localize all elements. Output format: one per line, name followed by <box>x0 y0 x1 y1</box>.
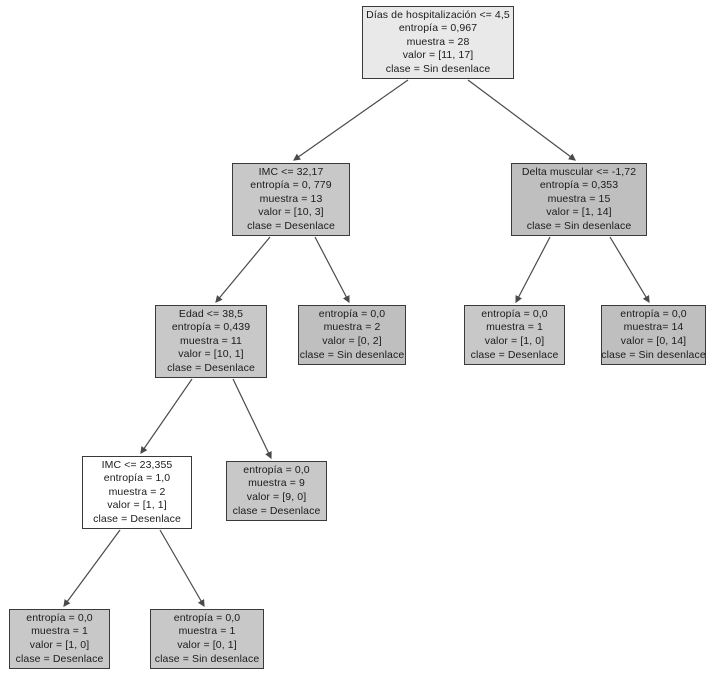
node-text-line: entropía = 0,967 <box>398 22 478 35</box>
node-text-line: valor = [10, 1] <box>178 348 244 361</box>
node-text-line: clase = Desenlace <box>232 504 321 517</box>
node-text-line: valor = [1, 0] <box>484 335 545 347</box>
node-text-line: entropía = 0,0 <box>481 307 548 320</box>
node-text-line: valor = [10, 3] <box>258 206 324 219</box>
node-text-line: muestra = 2 <box>108 485 166 498</box>
node-text-line: entropía = 0,0 <box>26 611 93 624</box>
tree-edge-root-to-imc-32 <box>293 79 409 161</box>
node-text-line: clase = Desenlace <box>167 361 255 374</box>
tree-edge-imc-23-to-leaf-0-1 <box>159 529 205 608</box>
node-text-line: muestra = 28 <box>406 35 470 48</box>
node-text-line: entropía = 0,0 <box>318 307 386 320</box>
node-text-line: entropía = 0,0 <box>173 611 241 624</box>
tree-edge-delta-muscular-to-leaf-1-0-right <box>515 236 551 304</box>
node-text-line: clase = Sin desenlace <box>299 348 405 361</box>
tree-edge-imc-32-to-edad-38 <box>215 236 271 303</box>
tree-edge-edad-38-to-leaf-9-0 <box>232 378 272 460</box>
node-text-line: valor = [9, 0] <box>246 491 307 503</box>
node-text-line: valor = [0, 14] <box>620 335 687 347</box>
tree-edge-imc-32-to-leaf-0-2 <box>314 236 350 304</box>
node-text-line: clase = Desenlace <box>93 512 181 525</box>
node-text-line: muestra = 15 <box>547 192 611 205</box>
node-text-line: valor = [1, 14] <box>546 206 612 219</box>
node-text-line: clase = Sin desenlace <box>526 219 632 232</box>
node-text-line: clase = Desenlace <box>247 219 335 232</box>
node-text-line: entropía = 0,439 <box>171 321 251 334</box>
node-text-line: clase = Desenlace <box>15 652 104 665</box>
node-text-line: clase = Sin desenlace <box>601 348 706 361</box>
node-text-line: Delta muscular <= -1,72 <box>521 165 637 178</box>
node-text-line: muestra = 9 <box>248 477 305 490</box>
node-text-line: muestra = 11 <box>180 334 242 347</box>
node-text-line: IMC <= 23,355 <box>101 458 173 471</box>
node-text-line: muestra = 1 <box>486 321 543 334</box>
node-text-line: entropía = 0, 779 <box>250 179 332 192</box>
tree-edge-root-to-delta-muscular <box>467 79 576 161</box>
node-text-line: IMC <= 32,17 <box>258 165 324 178</box>
node-text-line: Días de hospitalización <= 4,5 <box>366 8 510 21</box>
node-text-line: valor = [1, 1] <box>107 499 167 512</box>
node-text-line: clase = Sin desenlace <box>385 62 491 75</box>
node-text-line: Edad <= 38,5 <box>178 307 244 320</box>
node-text-line: valor = [0, 1] <box>177 639 237 651</box>
node-text-line: muestra = 1 <box>178 625 236 638</box>
node-text-line: muestra = 13 <box>259 192 323 205</box>
node-text-line: valor = [11, 17] <box>402 49 474 62</box>
node-text-line: valor = [1, 0] <box>29 639 90 651</box>
node-text-line: clase = Sin desenlace <box>154 652 260 665</box>
tree-edge-edad-38-to-imc-23 <box>140 378 193 454</box>
node-text-line: muestra = 1 <box>31 625 88 638</box>
node-text-line: clase = Desenlace <box>470 348 559 361</box>
node-text-line: entropía = 0,0 <box>620 307 687 320</box>
tree-edge-imc-23-to-leaf-1-0-bottom <box>63 529 121 607</box>
node-text-line: entropía = 1,0 <box>103 472 171 485</box>
node-text-line: entropía = 0,353 <box>539 179 619 192</box>
node-text-line: muestra= 14 <box>623 321 684 334</box>
node-text-line: entropía = 0,0 <box>243 463 310 476</box>
tree-edge-delta-muscular-to-leaf-0-14 <box>609 236 650 304</box>
node-text-line: valor = [0, 2] <box>322 335 382 347</box>
node-text-line: muestra = 2 <box>323 321 381 334</box>
